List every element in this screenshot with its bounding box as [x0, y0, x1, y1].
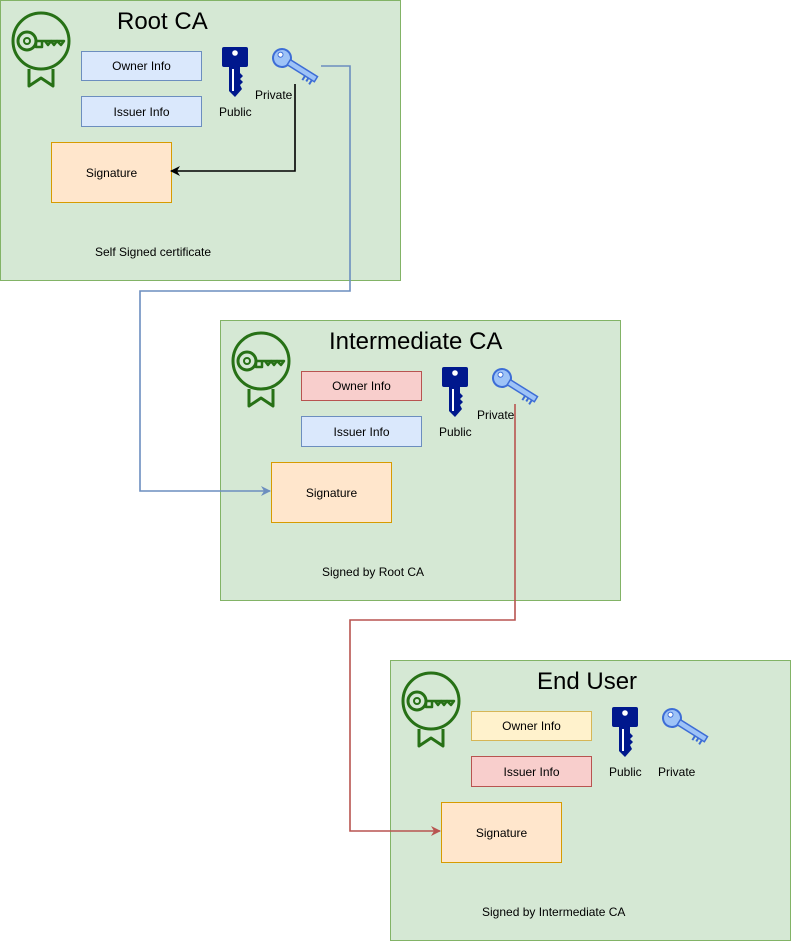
signature-box: Signature [51, 142, 172, 203]
signature-box: Signature [271, 462, 392, 523]
issuer-info-field: Issuer Info [81, 96, 202, 127]
intermediate-ca-title: Intermediate CA [329, 328, 503, 355]
public-key-label: Public [219, 105, 252, 119]
public-key-icon [442, 367, 468, 417]
certificate-caption: Signed by Intermediate CA [482, 905, 626, 919]
owner-info-field: Owner Info [301, 371, 422, 401]
certificate-caption: Self Signed certificate [95, 245, 212, 259]
root-ca-certificate: Root CA Owner Info Issuer Info Public Pr… [0, 0, 401, 281]
public-key-icon [222, 47, 248, 97]
signature-box: Signature [441, 802, 562, 863]
private-key-label: Private [255, 88, 293, 102]
end-user-title: End User [537, 668, 638, 695]
end-user-certificate: End User Owner Info Issuer Info Public P… [390, 660, 791, 941]
private-key-icon [492, 368, 539, 405]
public-key-label: Public [609, 765, 642, 779]
issuer-info-field: Issuer Info [471, 756, 592, 787]
certificate-icon [11, 11, 71, 88]
intermediate-ca-certificate: Intermediate CA Owner Info Issuer Info P… [220, 320, 621, 601]
private-key-icon [662, 708, 709, 745]
certificate-caption: Signed by Root CA [322, 565, 425, 579]
private-key-icon [272, 48, 319, 85]
root-ca-title: Root CA [117, 8, 208, 35]
private-key-label: Private [658, 765, 696, 779]
private-key-label: Private [477, 408, 515, 422]
certificate-icon [401, 671, 461, 748]
certificate-icon [231, 331, 291, 408]
issuer-info-field: Issuer Info [301, 416, 422, 447]
owner-info-field: Owner Info [471, 711, 592, 741]
public-key-icon [612, 707, 638, 757]
owner-info-field: Owner Info [81, 51, 202, 81]
public-key-label: Public [439, 425, 472, 439]
